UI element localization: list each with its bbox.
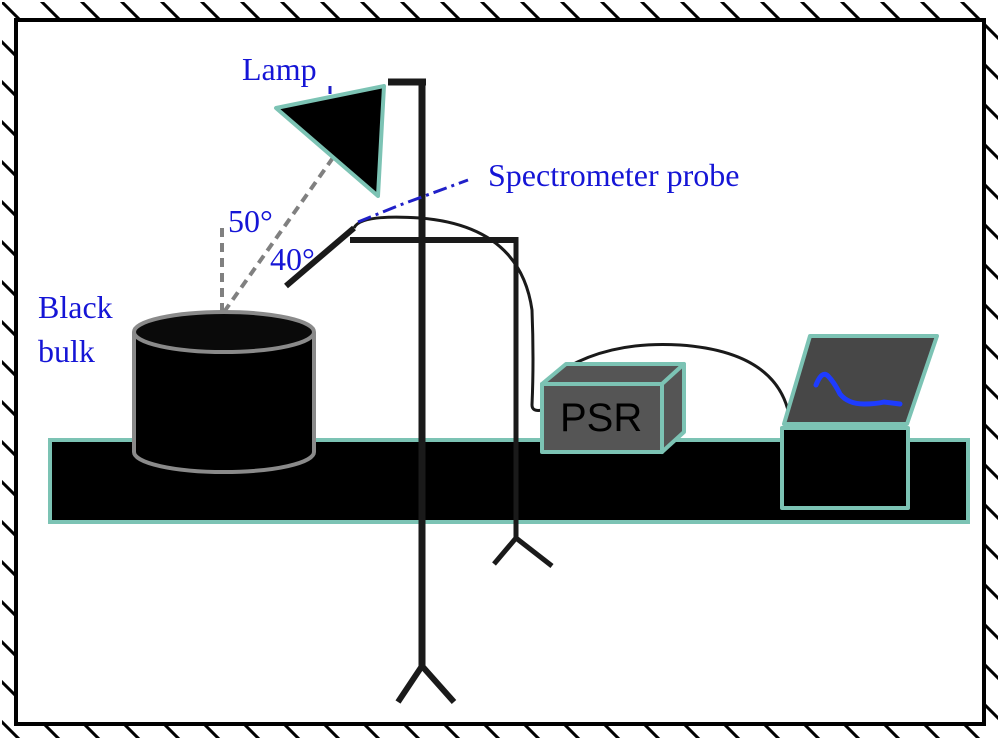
probe-pointer-line (357, 178, 469, 224)
lamp-icon (274, 84, 386, 198)
psr-label: PSR (560, 396, 642, 440)
black-bulk-cylinder (132, 310, 316, 474)
angle-50-label: 50° (228, 203, 273, 239)
lamp-label: Lamp (242, 51, 317, 87)
spectrum-curve (813, 371, 903, 407)
wall-hatch-line (2, 2, 142, 738)
fiber-cable (352, 215, 543, 412)
spectrometer-probe-label: Spectrometer probe (488, 157, 739, 193)
wall-hatch-line (958, 2, 998, 738)
probe-stand (284, 225, 554, 568)
main-stand (388, 78, 457, 704)
psr-box (540, 362, 686, 454)
laptop-base (780, 426, 910, 510)
black-bulk-label-line2: bulk (38, 333, 95, 369)
angle-40-label: 40° (270, 241, 315, 277)
room-boundary (14, 18, 986, 726)
data-cable (547, 342, 792, 421)
laptop-screen (782, 334, 939, 426)
black-bulk-label-line1: Black (38, 289, 113, 325)
